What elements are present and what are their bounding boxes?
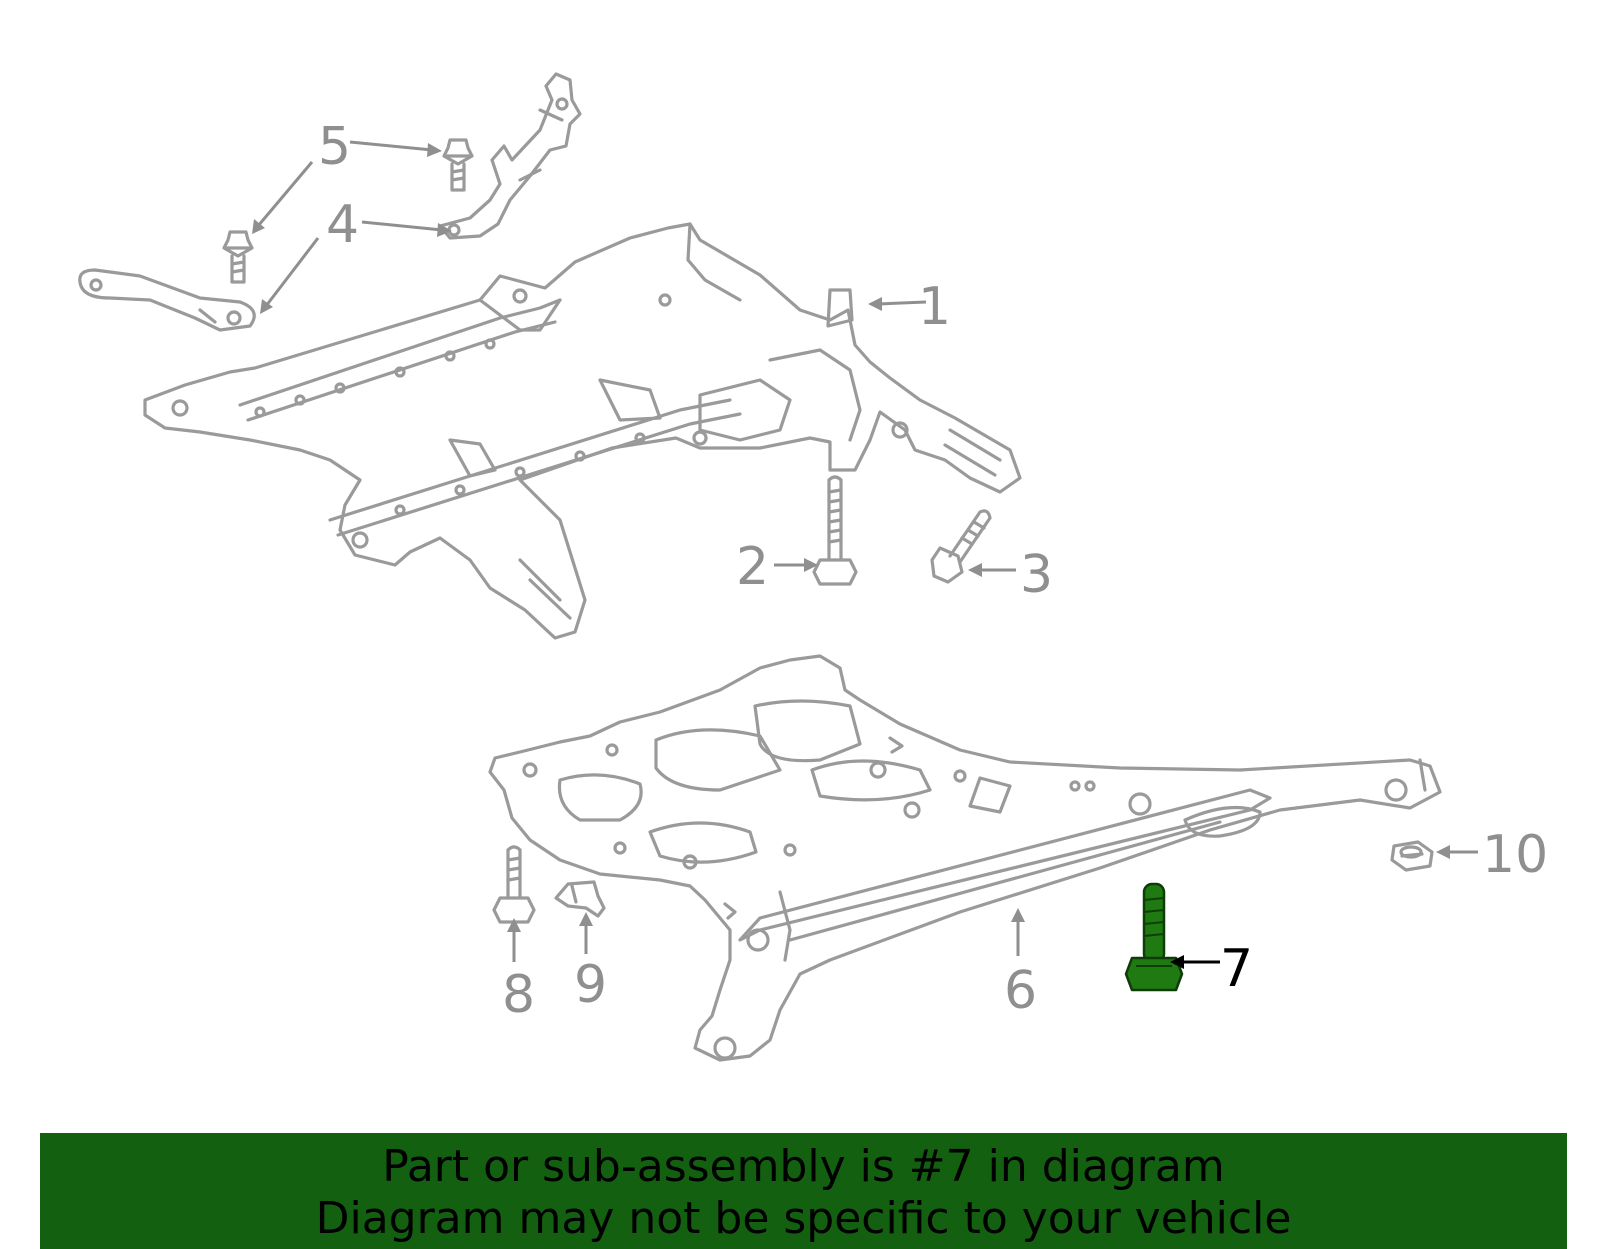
callout-4[interactable]: 4 (326, 195, 359, 255)
bolt-8 (492, 845, 536, 924)
bolt-5-right (442, 138, 474, 192)
support-bracket-right (438, 72, 582, 240)
clip-9 (554, 880, 606, 918)
info-banner: Part or sub-assembly is #7 in diagram Di… (40, 1133, 1567, 1249)
callout-2[interactable]: 2 (736, 537, 769, 597)
bolt-3 (930, 509, 992, 584)
callout-1[interactable]: 1 (918, 277, 951, 337)
callout-9[interactable]: 9 (574, 955, 607, 1015)
callout-5[interactable]: 5 (318, 117, 351, 177)
support-bracket-left (78, 268, 256, 332)
callout-6[interactable]: 6 (1004, 961, 1037, 1021)
callout-3[interactable]: 3 (1020, 545, 1053, 605)
callout-10[interactable]: 10 (1482, 825, 1548, 885)
callout-labels: 1 2 3 4 5 6 7 8 9 10 (318, 117, 1548, 1025)
bolt-5-left (222, 230, 254, 284)
bolt-2 (812, 475, 858, 586)
crossmember-frame (143, 222, 1022, 640)
lower-shield-plate (488, 654, 1442, 1062)
bolt-7-highlighted[interactable] (1124, 882, 1184, 992)
callout-8[interactable]: 8 (502, 965, 535, 1025)
banner-line-disclaimer: Diagram may not be specific to your vehi… (315, 1193, 1292, 1244)
banner-line-part: Part or sub-assembly is #7 in diagram (382, 1141, 1225, 1192)
leader-lines (252, 140, 1478, 969)
nut-10 (1390, 840, 1434, 872)
callout-7[interactable]: 7 (1220, 939, 1253, 999)
